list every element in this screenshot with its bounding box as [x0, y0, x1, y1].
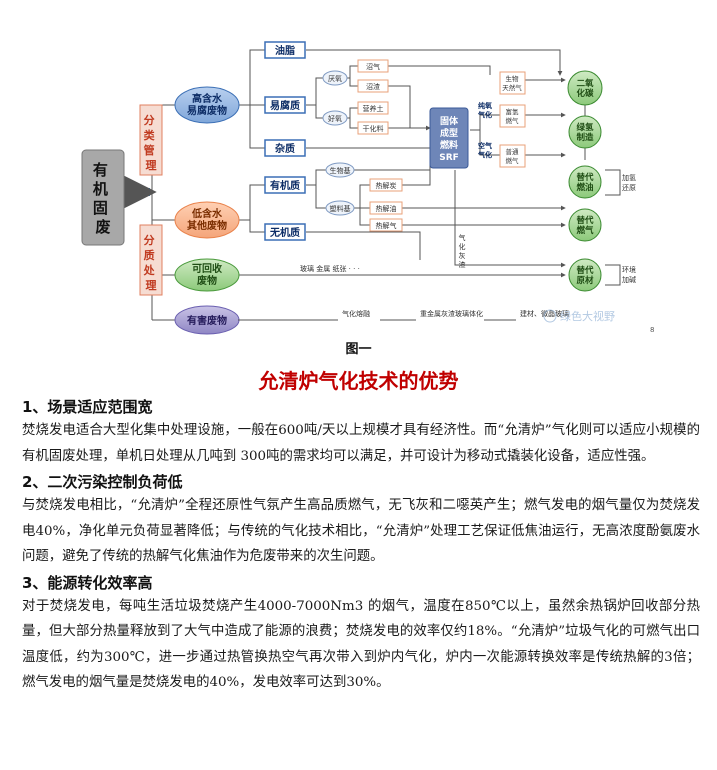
svg-text:低含水其他废物: 低含水其他废物	[187, 207, 227, 232]
svg-text:二氧: 二氧	[576, 78, 594, 89]
svg-text:还原: 还原	[622, 184, 636, 192]
svg-text:空气: 空气	[478, 141, 492, 150]
svg-text:重金属灰渣玻璃体化: 重金属灰渣玻璃体化	[420, 309, 483, 318]
svg-text:分 类 管 理: 分 类 管 理	[144, 113, 159, 172]
svg-text:好氧: 好氧	[328, 114, 342, 123]
svg-text:易腐质: 易腐质	[270, 99, 300, 112]
svg-text:热解油: 热解油	[376, 204, 397, 213]
article-title: 允清炉气化技术的优势	[258, 369, 459, 393]
svg-text:生物基: 生物基	[330, 166, 351, 175]
svg-text:环境: 环境	[622, 265, 636, 274]
svg-text:替代: 替代	[576, 265, 594, 276]
svg-text:加碱: 加碱	[622, 275, 636, 284]
svg-text:纯氧: 纯氧	[478, 101, 492, 110]
svg-text:燃气: 燃气	[506, 116, 520, 125]
svg-text:气化: 气化	[477, 150, 492, 159]
section-paragraph: 对于焚烧发电，每吨生活垃圾焚烧产生4000-7000Nm3 的烟气，温度在850…	[22, 598, 700, 691]
svg-text:8: 8	[650, 326, 654, 334]
svg-text:燃油: 燃油	[576, 182, 593, 193]
watermark: 绿色大视野	[543, 309, 615, 323]
svg-text:燃气: 燃气	[576, 225, 594, 236]
svg-text:气化: 气化	[477, 110, 492, 119]
svg-text:制造: 制造	[576, 132, 594, 143]
svg-text:富氢: 富氢	[506, 107, 520, 116]
svg-text:绿色大视野: 绿色大视野	[560, 309, 615, 323]
svg-text:分 质 处 理: 分 质 处 理	[143, 233, 159, 292]
svg-text:气化熔融: 气化熔融	[342, 309, 370, 318]
svg-text:化碳: 化碳	[576, 88, 594, 99]
svg-text:有害废物: 有害废物	[187, 314, 227, 327]
section-paragraph: 与焚烧发电相比，“允清炉”全程还原性气氛产生高品质燃气，无飞灰和二噁英产生；燃气…	[22, 498, 700, 564]
svg-text:有 机 固 废: 有 机 固 废	[93, 161, 113, 236]
article-body: 1、场景适应范围宽 焚烧发电适合大型化集中处理设施，一般在600吨/天以上规模才…	[22, 396, 700, 698]
svg-text:厌氧: 厌氧	[328, 74, 342, 83]
section-heading: 1、场景适应范围宽	[22, 398, 153, 416]
section-heading: 3、能源转化效率高	[22, 573, 153, 592]
svg-text:气化灰渣: 气化灰渣	[459, 233, 466, 269]
svg-text:干化料: 干化料	[363, 124, 384, 133]
svg-text:沼气: 沼气	[366, 62, 380, 71]
process-diagram: 有 机 固 废 分 类 管 理 分 质 处 理 高含水易腐废物 低含水其他废物 …	[80, 20, 660, 340]
svg-text:高含水易腐废物: 高含水易腐废物	[187, 92, 227, 117]
svg-text:热解炭: 热解炭	[376, 181, 397, 190]
svg-text:杂质: 杂质	[275, 142, 295, 155]
svg-text:燃气: 燃气	[506, 156, 520, 165]
svg-text:沼渣: 沼渣	[366, 82, 380, 91]
svg-text:加氢: 加氢	[622, 173, 636, 182]
svg-text:天然气: 天然气	[502, 83, 522, 92]
svg-text:生物: 生物	[506, 74, 520, 83]
svg-text:替代: 替代	[576, 172, 594, 183]
svg-text:热解气: 热解气	[376, 221, 397, 230]
svg-text:绿氢: 绿氢	[576, 122, 594, 133]
svg-text:普通: 普通	[506, 147, 520, 156]
svg-text:有机质: 有机质	[270, 179, 300, 192]
svg-text:塑料基: 塑料基	[330, 204, 351, 213]
svg-text:油脂: 油脂	[275, 44, 295, 57]
svg-text:原材: 原材	[576, 275, 594, 286]
svg-text:无机质: 无机质	[269, 226, 300, 239]
svg-text:替代: 替代	[576, 215, 594, 226]
section-paragraph: 焚烧发电适合大型化集中处理设施，一般在600吨/天以上规模才具有经济性。而“允清…	[22, 423, 700, 464]
svg-text:营养土: 营养土	[363, 104, 384, 113]
svg-text:可回收废物: 可回收废物	[192, 262, 222, 287]
figure-caption: 图一	[345, 342, 372, 357]
svg-text:玻璃 金属 纸张 · · ·: 玻璃 金属 纸张 · · ·	[300, 264, 360, 273]
section-heading: 2、二次污染控制负荷低	[22, 473, 183, 491]
